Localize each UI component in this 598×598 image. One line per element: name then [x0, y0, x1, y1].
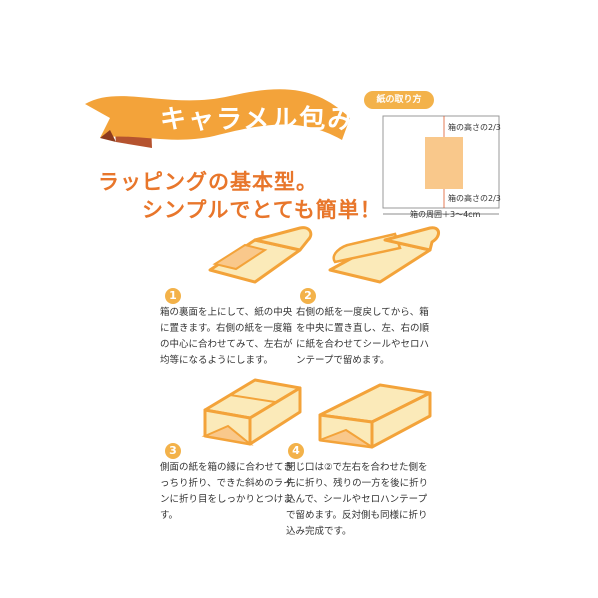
paper-diagram — [382, 115, 500, 215]
paper-bottom-note: 箱の高さの2/3 — [448, 194, 501, 203]
step4-text: 閉じ口は②で左右を合わせた側を先に折り、残りの一方を後に折り込んで、シールやセロ… — [286, 462, 429, 537]
step3-text: 側面の紙を箱の縁に合わせてきっちり折り、できた斜めのラインに折り目をしっかりとつ… — [160, 462, 293, 521]
ribbon-banner — [85, 89, 350, 148]
headline-line2: シンプルでとても簡単！ — [142, 198, 382, 222]
step4-illustration — [318, 383, 432, 449]
step1-illustration — [208, 226, 313, 284]
paper-label: 紙の取り方 — [364, 91, 434, 109]
step3-illustration — [201, 378, 302, 446]
headline-line1: ラッピングの基本型。 — [98, 170, 318, 194]
step2-illustration — [328, 226, 440, 284]
paper-width-note: 箱の周囲＋3～4cm — [410, 210, 481, 219]
step2-text: 右側の紙を一度戻してから、箱を中央に置き直し、左、右の順に紙を合わせてシールやセ… — [296, 307, 430, 366]
paper-top-note: 箱の高さの2/3 — [448, 123, 501, 132]
step1-text: 箱の裏面を上にして、紙の中央に置きます。右側の紙を一度箱の中心に合わせてみて、左… — [160, 307, 293, 366]
step1-number: 1 — [165, 288, 181, 304]
step4-number: 4 — [288, 443, 304, 459]
step2-number: 2 — [300, 288, 316, 304]
step3-number: 3 — [165, 443, 181, 459]
page-title: キャラメル包み — [160, 105, 356, 135]
